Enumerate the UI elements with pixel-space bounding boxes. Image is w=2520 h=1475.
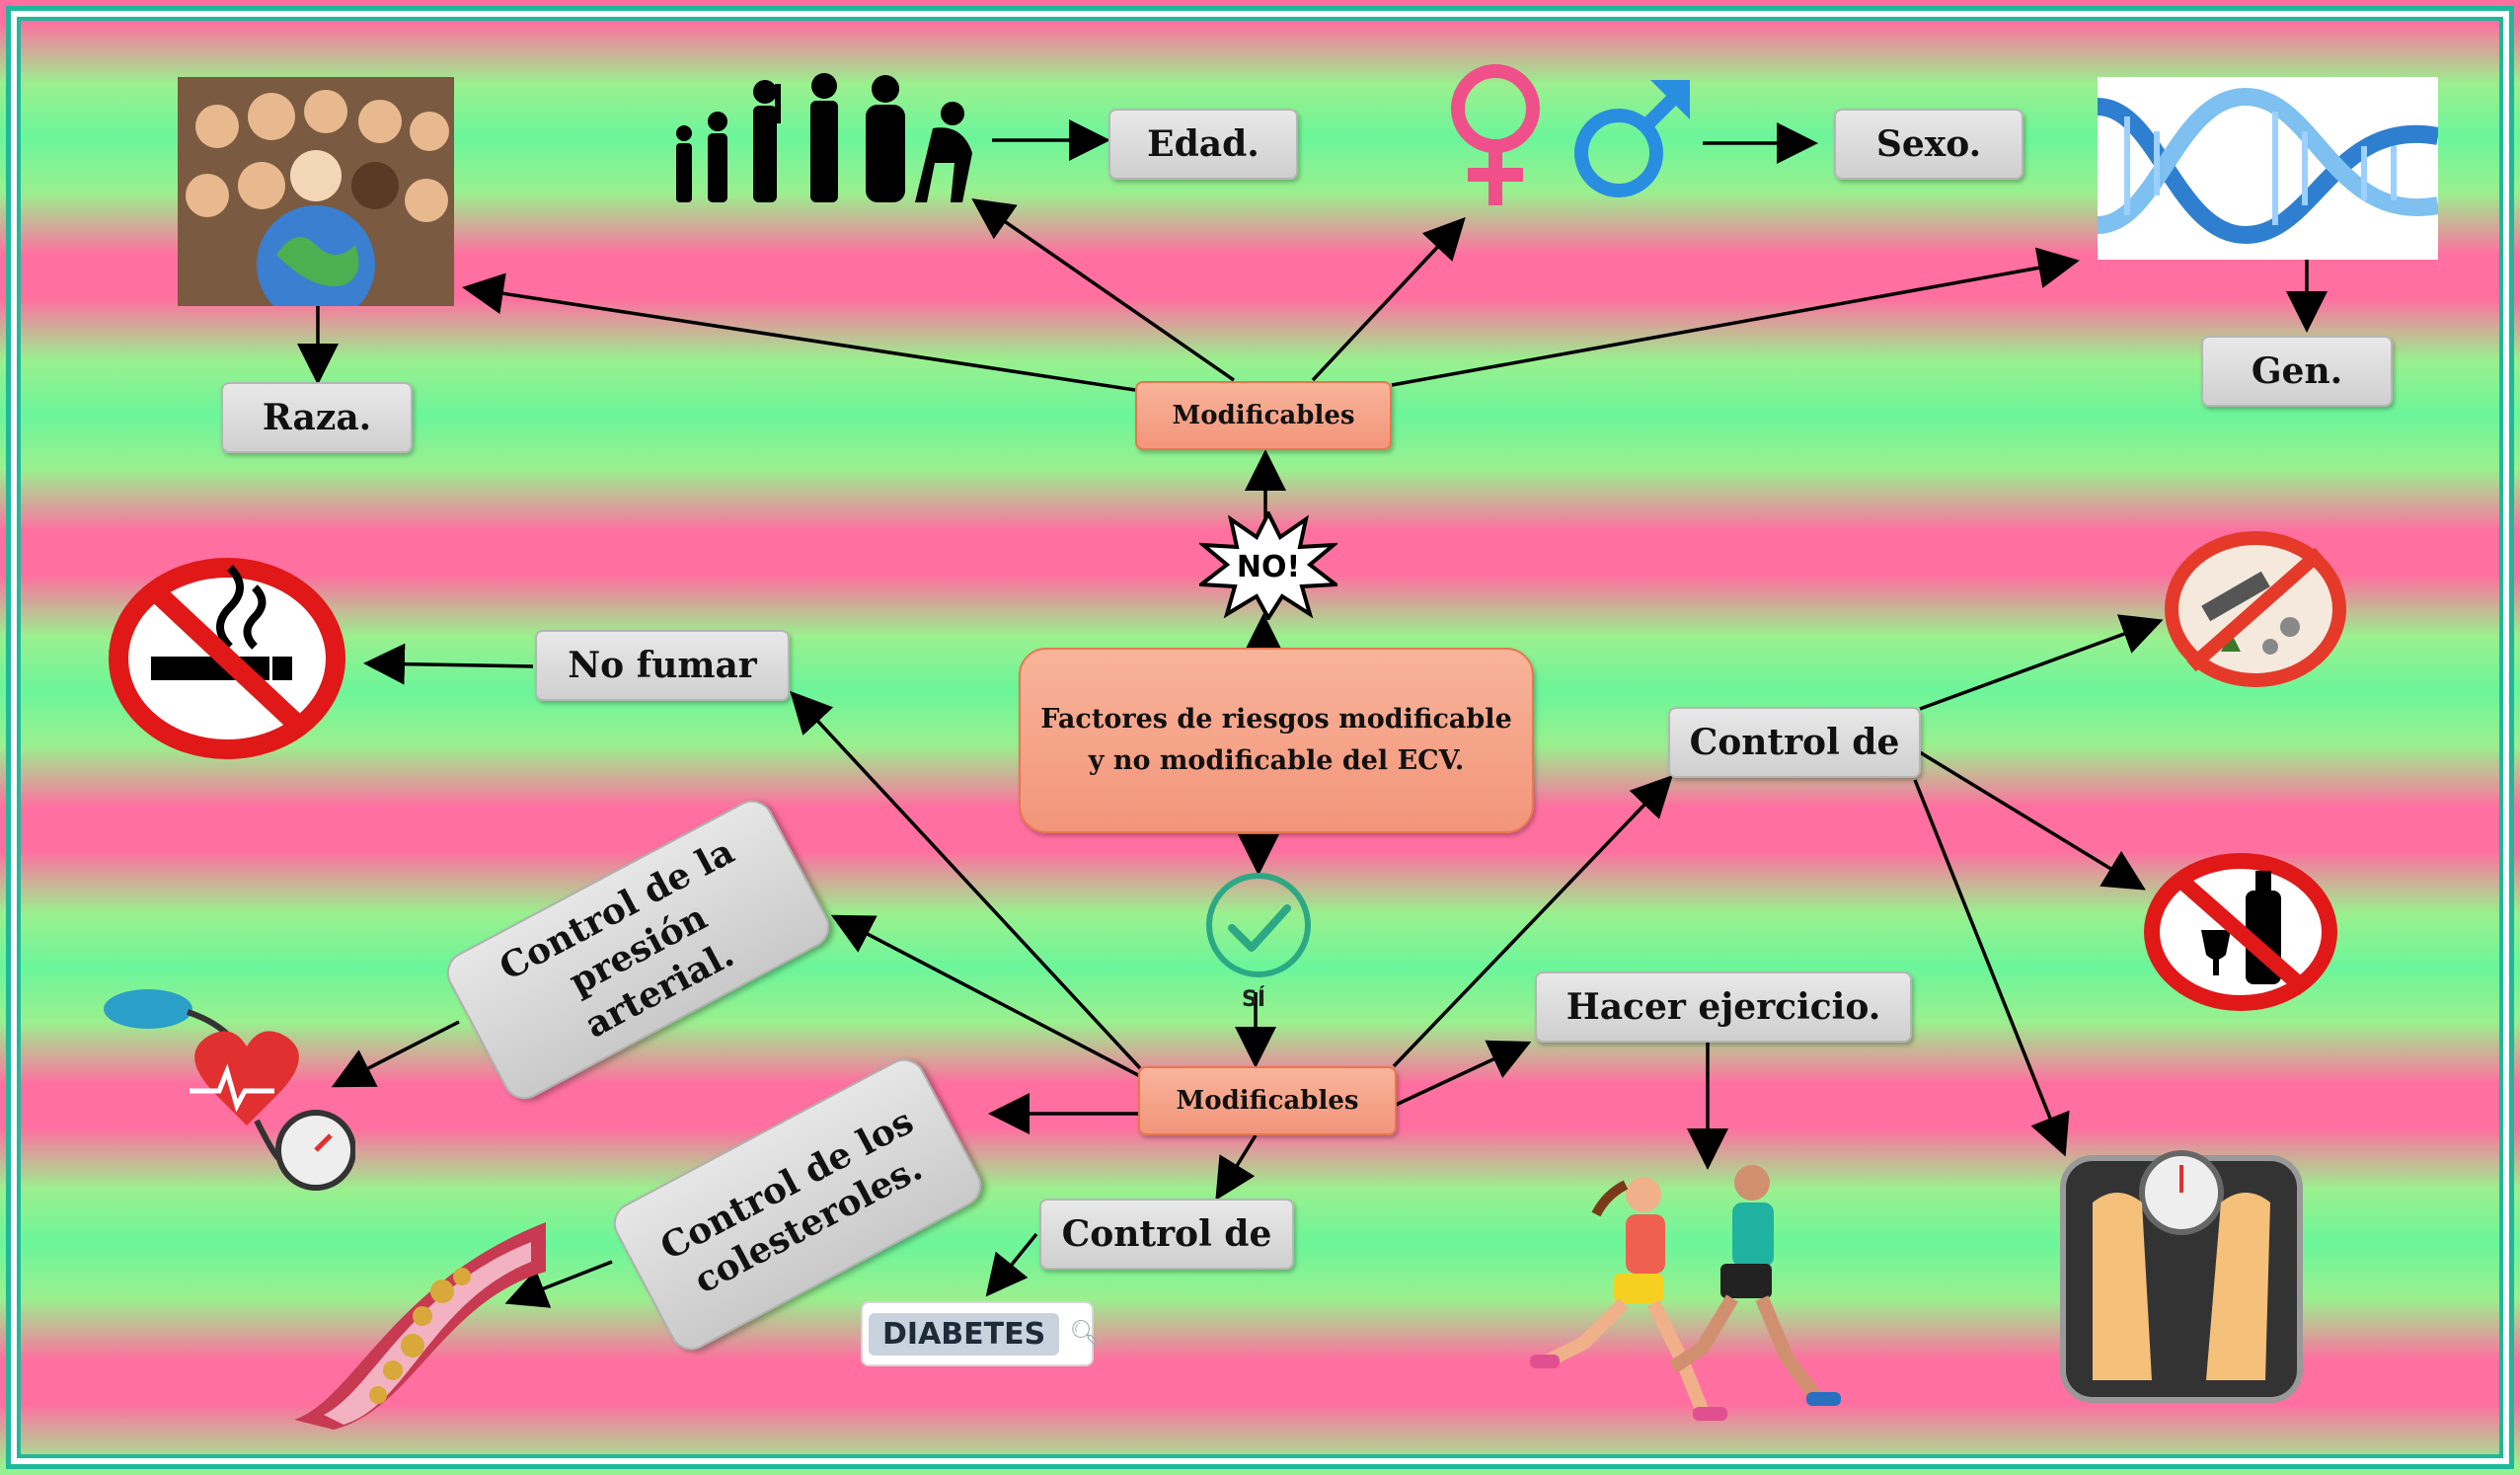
center-title-text: Factores de riesgos modificable y no mod…	[1040, 704, 1512, 776]
age-label-box: Edad.	[1108, 109, 1298, 180]
no-badge-text: NO!	[1237, 550, 1300, 584]
no-smoking-icon	[109, 558, 345, 759]
male-symbol-icon	[1574, 80, 1690, 197]
diabetes-tag-text: DIABETES	[869, 1312, 1060, 1356]
age-label: Edad.	[1147, 123, 1260, 165]
diabetes-control-label: Control de	[1061, 1213, 1272, 1255]
exercise-label-box: Hacer ejercicio.	[1535, 971, 1912, 1043]
check-icon	[1206, 873, 1311, 977]
top-modificables-label: Modificables	[1172, 401, 1355, 430]
people-world-icon	[178, 77, 454, 306]
heart-blood-pressure-icon	[104, 989, 355, 1191]
race-label: Raza.	[262, 397, 372, 438]
center-title-node: Factores de riesgos modificable y no mod…	[1019, 648, 1534, 833]
runners-icon	[1530, 1165, 1841, 1421]
control-right-label: Control de	[1689, 722, 1900, 763]
race-label-box: Raza.	[221, 382, 413, 453]
sex-label: Sexo.	[1875, 123, 1982, 165]
control-right-label-box: Control de	[1668, 707, 1921, 778]
weight-scale-icon	[2060, 1150, 2303, 1403]
gene-label-box: Gen.	[2201, 336, 2393, 407]
artery-cholesterol-icon	[294, 1222, 546, 1430]
diabetes-tag: DIABETES 🔍︎	[861, 1301, 1102, 1366]
diabetes-control-label-box: Control de	[1039, 1199, 1294, 1270]
no-burst-icon: NO!	[1199, 511, 1337, 620]
si-label: SÍ	[1242, 987, 1266, 1012]
dna-icon	[2098, 77, 2438, 260]
no-drugs-icon	[2165, 531, 2346, 687]
bottom-modificables-node: Modificables	[1138, 1066, 1397, 1135]
evolution-silhouettes-icon	[676, 73, 972, 202]
no-smoking-label-box: No fumar	[535, 630, 790, 701]
search-icon: 🔍︎	[1069, 1319, 1103, 1349]
exercise-label: Hacer ejercicio.	[1565, 986, 1881, 1028]
sex-label-box: Sexo.	[1834, 109, 2024, 180]
no-alcohol-icon	[2144, 853, 2337, 1011]
female-symbol-icon	[1451, 64, 1540, 205]
gene-label: Gen.	[2251, 350, 2343, 392]
top-modificables-node: Modificables	[1135, 381, 1392, 450]
no-smoking-label: No fumar	[568, 645, 757, 686]
bottom-modificables-label: Modificables	[1176, 1086, 1359, 1116]
